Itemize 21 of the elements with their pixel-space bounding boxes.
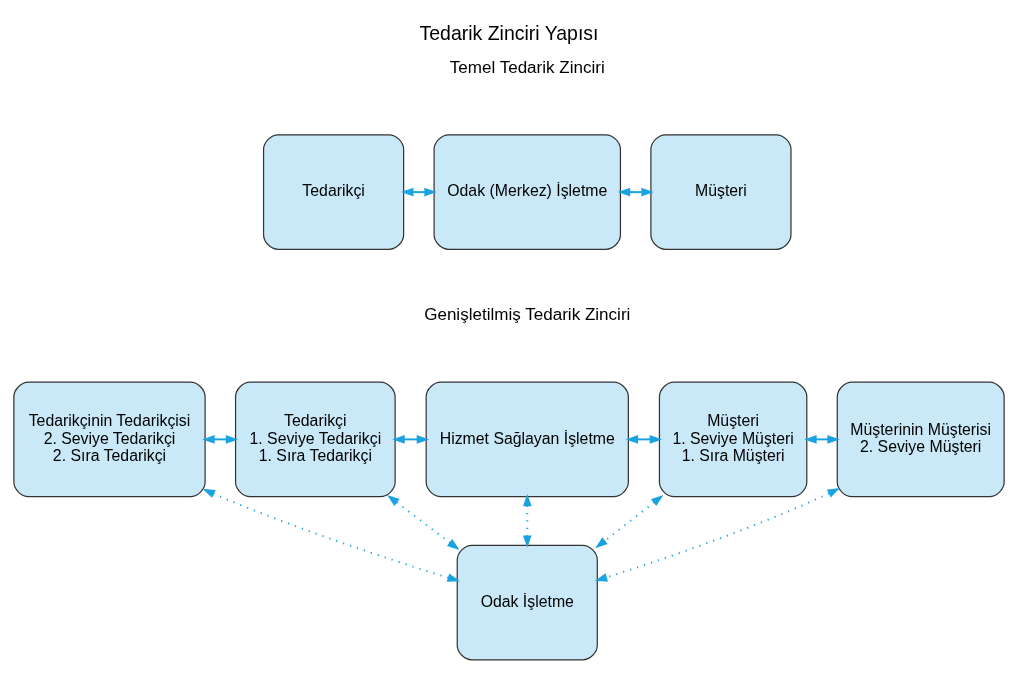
node-box: Müşteri [649,134,792,250]
arrow [201,435,238,444]
node-box: Tedarikçi 1. Seviye Tedarikçi 1. Sıra Tedarikçi [234,381,396,498]
diagram-title: Tedarik Zinciri Yapısı [419,21,598,44]
arrow [202,488,460,582]
node-box: Odak İşletme [456,544,598,661]
arrow [594,488,840,582]
arrow [391,435,429,444]
node-box: Odak (Merkez) İşletme [432,134,621,250]
label: Genişletilmiş Tedarik Zinciri [423,305,630,325]
arrow [594,495,663,549]
arrow [386,495,459,550]
node-box: Tedarikçi [262,134,404,250]
arrow [522,493,532,548]
node-box: Müşteri 1. Seviye Müşteri 1. Sıra Müşteri [658,381,807,498]
arrow [400,187,437,197]
arrow [625,435,662,444]
node-box: Müşterinin Müşterisi 2. Seviye Müşteri [836,381,1005,498]
label: Temel Tedarik Zinciri [449,58,605,77]
node-box: Tedarikçinin Tedarikçisi 2. Seviye Tedarikçi 2. Sıra Tedarikçi [12,381,206,498]
node-box: Hizmet Sağlayan İşletme [425,381,629,498]
